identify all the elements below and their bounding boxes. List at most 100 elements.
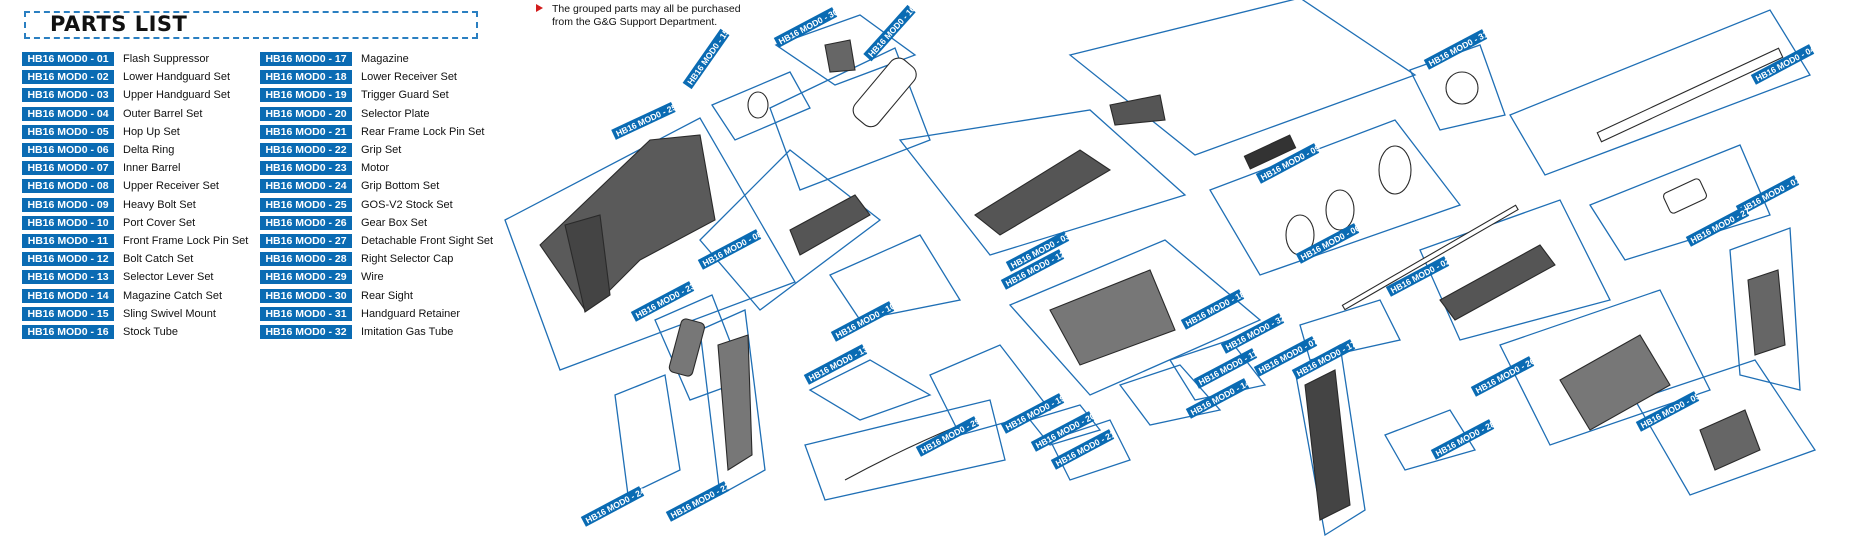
diagram-tag: HB16 MOD0 - 31 (1423, 29, 1490, 70)
part-code-badge: HB16 MOD0 - 05 (22, 124, 114, 139)
part-code-badge: HB16 MOD0 - 30 (260, 288, 352, 303)
part-name: Imitation Gas Tube (361, 325, 454, 338)
diagram-tag-badge (830, 301, 895, 342)
diagram-tag: HB16 MOD0 - 24 (580, 486, 647, 527)
frame-grip (699, 309, 766, 497)
gearbox-illustration (1559, 334, 1671, 431)
diagram-tag-label: HB16 MOD0 - 29 (919, 416, 982, 456)
diagram-tag-label: HB16 MOD0 - 27 (1689, 206, 1752, 246)
diagram-tag-badge (1430, 419, 1495, 460)
delta-ring-illustration-2 (1325, 189, 1355, 231)
part-name: Handguard Retainer (361, 307, 461, 320)
part-name: Upper Receiver Set (123, 180, 219, 193)
sling-swivel-illustration (747, 91, 769, 119)
diagram-tag-badge (1385, 256, 1450, 297)
diagram-tag: HB16 MOD0 - 26 (1470, 356, 1537, 397)
diagram-tag-badge (1000, 393, 1065, 434)
diagram-tag-badge (630, 281, 695, 322)
diagram-tag-badge (773, 7, 838, 48)
frame-upper-handguard (898, 109, 1187, 256)
diagram-tag-label: HB16 MOD0 - 25 (614, 102, 678, 139)
part-name: Outer Barrel Set (123, 107, 203, 120)
part-code-badge: HB16 MOD0 - 17 (260, 52, 352, 67)
part-code-badge: HB16 MOD0 - 26 (260, 215, 352, 230)
heavy-bolt-illustration (1243, 134, 1297, 170)
part-name: Lower Receiver Set (361, 71, 457, 84)
delta-ring-illustration-3 (1378, 145, 1412, 195)
part-name: Wire (361, 271, 384, 284)
diagram-tag-badge (1193, 348, 1258, 389)
parts-list-row: HB16 MOD0 - 22 Grip Set (260, 141, 493, 159)
group-frames (504, 0, 1817, 537)
parts-list-row: HB16 MOD0 - 08 Upper Receiver Set (22, 177, 248, 195)
diagram-tag: HB16 MOD0 - 22 (665, 481, 732, 522)
part-code-badge: HB16 MOD0 - 11 (22, 233, 114, 248)
diagram-tag: HB16 MOD0 - 10 (830, 301, 897, 342)
part-name: Upper Handguard Set (123, 89, 231, 102)
part-code-badge: HB16 MOD0 - 08 (22, 179, 114, 194)
part-name: Trigger Guard Set (361, 89, 449, 102)
frame-front-lock-pin (1169, 339, 1267, 401)
diagram-tag-label: HB16 MOD0 - 30 (777, 7, 840, 47)
part-name: Front Frame Lock Pin Set (123, 234, 249, 247)
part-name: Flash Suppressor (123, 53, 210, 66)
diagram-tag-badge (1050, 429, 1115, 470)
part-name: Inner Barrel (123, 162, 181, 175)
part-name: Delta Ring (123, 144, 175, 157)
part-name: Grip Bottom Set (361, 180, 440, 193)
part-code-badge: HB16 MOD0 - 21 (260, 124, 352, 139)
diagram-tag-label: HB16 MOD0 - 08 (701, 229, 764, 269)
frame-lower-receiver (1008, 239, 1262, 396)
part-name: Bolt Catch Set (123, 253, 194, 266)
diagram-tag-badge (863, 4, 916, 62)
diagram-tag-label: HB16 MOD0 - 10 (834, 301, 897, 341)
upper-receiver-illustration (789, 194, 871, 256)
diagram-tag: HB16 MOD0 - 16 (863, 3, 918, 62)
part-code-badge: HB16 MOD0 - 32 (260, 324, 352, 339)
frame-upper-receiver (699, 149, 882, 311)
part-code-badge: HB16 MOD0 - 24 (260, 179, 352, 194)
upper-handguard-illustration (974, 149, 1112, 236)
part-code-badge: HB16 MOD0 - 25 (260, 197, 352, 212)
diagram-tag-badge (665, 481, 730, 522)
frame-stock (504, 117, 796, 371)
part-code-badge: HB16 MOD0 - 15 (22, 306, 114, 321)
parts-list-row: HB16 MOD0 - 11 Front Frame Lock Pin Set (22, 232, 248, 250)
diagram-tag-badge (580, 486, 645, 527)
magazine-illustration (1304, 369, 1351, 521)
part-code-badge: HB16 MOD0 - 20 (260, 106, 352, 121)
part-name: GOS-V2 Stock Set (361, 198, 453, 211)
purchase-note: The grouped parts may all be purchased f… (536, 3, 741, 29)
part-name: Rear Frame Lock Pin Set (361, 125, 485, 138)
diagram-tag: HB16 MOD0 - 29 (915, 416, 982, 457)
part-name: Grip Set (361, 144, 402, 157)
part-code-badge: HB16 MOD0 - 01 (22, 52, 114, 67)
diagram-tag-badge (682, 28, 730, 90)
part-code-badge: HB16 MOD0 - 22 (260, 143, 352, 158)
diagram-tag-label: HB16 MOD0 - 13 (807, 344, 870, 384)
diagram-tag-badge (1185, 378, 1250, 419)
parts-list-row: HB16 MOD0 - 32 Imitation Gas Tube (260, 323, 493, 341)
frame-rear-lock-pin (1049, 419, 1131, 481)
diagram-tag-badge (1635, 391, 1700, 432)
diagram-tag-badge (1220, 313, 1285, 354)
frame-right-selector-cap (1384, 409, 1477, 471)
frame-gearbox (1499, 289, 1711, 446)
part-code-badge: HB16 MOD0 - 28 (260, 252, 352, 267)
diagram-tag-label: HB16 MOD0 - 01 (1739, 175, 1802, 215)
part-code-badge: HB16 MOD0 - 14 (22, 288, 114, 303)
frame-delta-ring (1209, 119, 1462, 276)
purchase-note-line-1: The grouped parts may all be purchased (552, 3, 741, 15)
diagram-tag-badge (1000, 249, 1065, 290)
part-name: Stock Tube (123, 325, 179, 338)
stock-tube-illustration (852, 57, 917, 128)
